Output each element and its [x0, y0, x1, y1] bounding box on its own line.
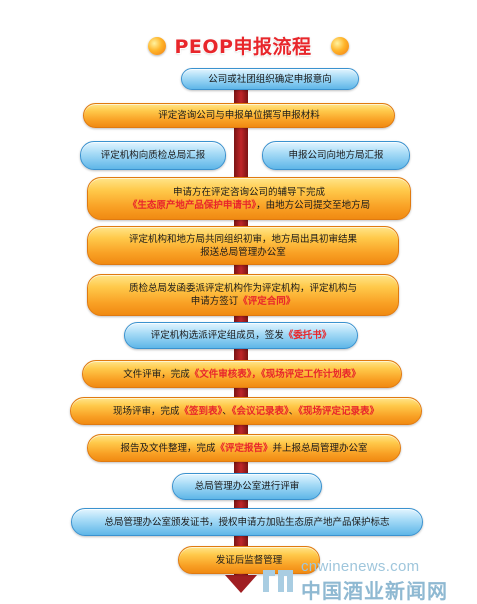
step-label: 并上报总局管理办公室 [272, 442, 368, 454]
step-label: 、 [288, 405, 299, 417]
step-label: 评定咨询公司与申报单位撰写申报材料 [158, 110, 320, 121]
step-label: 报告及文件整理，完成 [120, 442, 216, 454]
step-label: 总局管理办公室进行评审 [194, 481, 300, 492]
step-report-aqsiq: 评定机构向质检总局汇报 [80, 141, 226, 170]
step-document-name: 《委托书》 [283, 330, 332, 341]
step-document-name: 《现场评定记录表》 [298, 405, 380, 417]
step-label: 总局管理办公室颁发证书，授权申请方加贴生态原产地产品保护标志 [104, 516, 390, 528]
step-label: 现场评审，完成 [112, 405, 180, 417]
page-title: PEOP申报流程 [174, 36, 312, 58]
step-document-name: 《生态原产地产品保护申请书》 [127, 199, 257, 211]
step-label: 评定机构向质检总局汇报 [100, 150, 206, 161]
step-label: 公司或社团组织确定申报意向 [208, 73, 332, 85]
step-document-review: 文件评审，完成《文件审核表》，《现场评定工作计划表》 [82, 360, 402, 388]
step-confirm-intent: 公司或社团组织确定申报意向 [181, 68, 359, 90]
step-label: 文件评审，完成 [123, 368, 190, 380]
step-preliminary-review: 评定机构和地方局共同组织初审，地方局出具初审结果 报送总局管理办公室 [87, 226, 399, 265]
step-label: 申请方在评定咨询公司的辅导下完成 [172, 186, 325, 198]
step-label: 申请方签订 [190, 296, 239, 307]
step-document-name: 《评定报告》 [215, 442, 273, 454]
step-write-materials: 评定咨询公司与申报单位撰写申报材料 [83, 103, 395, 128]
step-select-team: 评定机构选派评定组成员，签发《委托书》 [124, 322, 358, 349]
step-label: 质检总局发函委派评定机构作为评定机构，评定机构与 [128, 283, 357, 294]
watermark-url: cnwinenews.com [301, 558, 420, 575]
title-ornament-right [331, 37, 349, 55]
step-application-form: 申请方在评定咨询公司的辅导下完成 《生态原产地产品保护申请书》，由地方公司提交至… [87, 177, 411, 220]
step-onsite-review: 现场评审，完成《签到表》、《会议记录表》、《现场评定记录表》 [70, 397, 422, 425]
watermark-logo-icon [263, 570, 293, 592]
step-post-supervision: 发证后监督管理 [178, 546, 320, 574]
step-label: ，由地方公司提交至地方局 [256, 199, 371, 211]
title-ornament-left [148, 37, 166, 55]
step-evaluation-report: 报告及文件整理，完成《评定报告》并上报总局管理办公室 [87, 434, 401, 462]
step-label: 发证后监督管理 [215, 554, 283, 566]
step-label: 报送总局管理办公室 [200, 246, 286, 258]
step-report-local-bureau: 申报公司向地方局汇报 [262, 141, 410, 170]
step-label: 评定机构选派评定组成员，签发 [150, 330, 284, 341]
step-assign-evaluator: 质检总局发函委派评定机构作为评定机构，评定机构与 申请方签订《评定合同》 [87, 274, 399, 316]
step-label: 评定机构和地方局共同组织初审，地方局出具初审结果 [128, 233, 357, 245]
step-final-review: 总局管理办公室进行评审 [172, 473, 322, 500]
step-document-name: 《文件审核表》，《现场评定工作计划表》 [189, 368, 361, 380]
flow-arrow-head [225, 575, 257, 593]
step-label: 申报公司向地方局汇报 [288, 150, 384, 161]
title-banner: PEOP申报流程 [138, 33, 348, 61]
watermark-site-name: 中国酒业新闻网 [301, 579, 448, 603]
step-issue-certificate: 总局管理办公室颁发证书，授权申请方加贴生态原产地产品保护标志 [71, 508, 423, 536]
step-document-name: 《会议记录表》 [231, 405, 289, 417]
step-document-name: 《评定合同》 [238, 296, 296, 307]
step-document-name: 《签到表》 [179, 405, 223, 417]
step-label: 、 [222, 405, 232, 417]
site-watermark: cnwinenews.com 中国酒业新闻网 [261, 558, 461, 603]
